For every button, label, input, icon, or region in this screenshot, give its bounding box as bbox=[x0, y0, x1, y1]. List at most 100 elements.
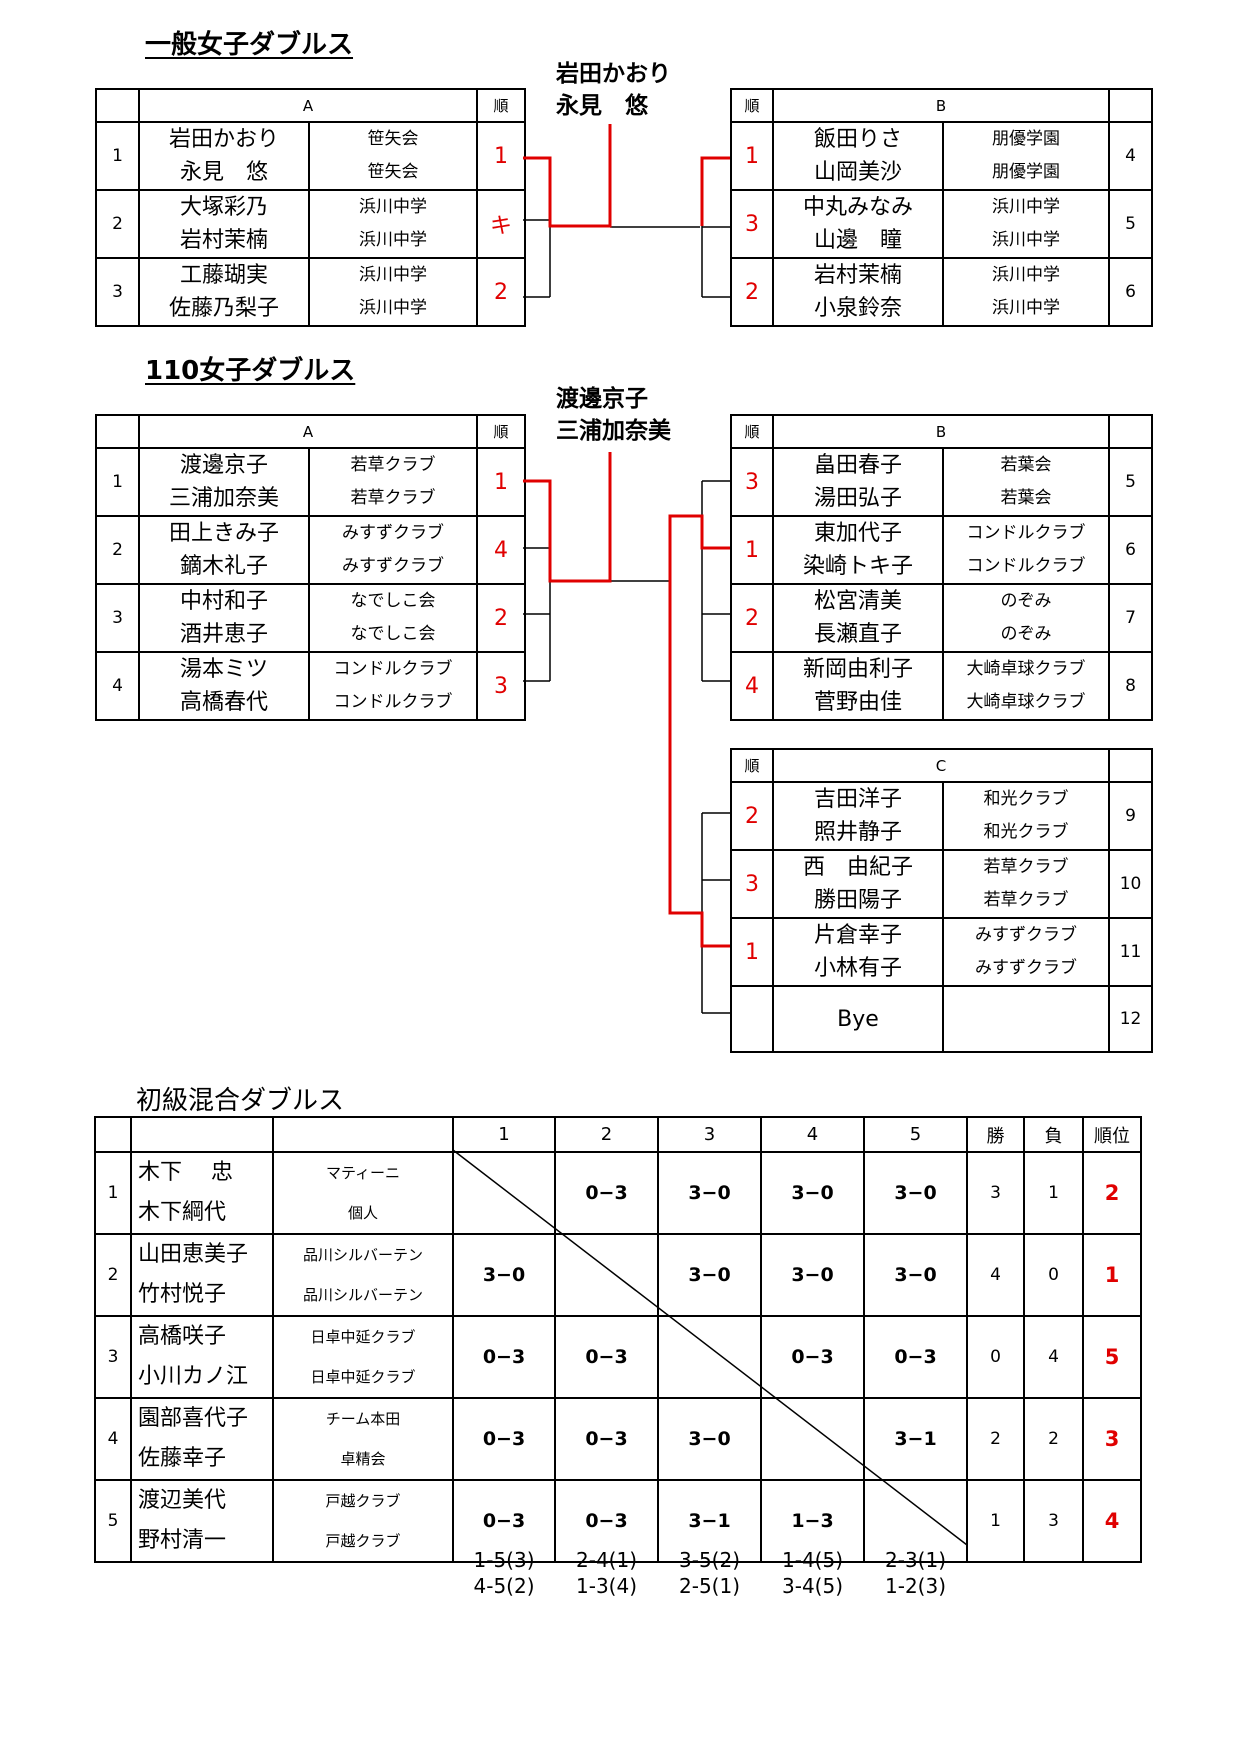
score-cell: 0−3 bbox=[760, 1315, 865, 1399]
score-cell: 0−3 bbox=[452, 1397, 556, 1481]
player-names: 山田恵美子竹村悦子 bbox=[130, 1233, 274, 1317]
player-name: 湯田弘子 bbox=[813, 486, 902, 511]
club-names: 和光クラブ和光クラブ bbox=[941, 781, 1111, 851]
club-name: 大崎卓球クラブ bbox=[966, 659, 1086, 679]
club-name: のぞみ bbox=[1000, 624, 1052, 644]
general-group-b-table: 順 B 1 飯田りさ山岡美沙 朋優学園朋優学園 4 3 中丸みなみ山邊 瞳 浜川… bbox=[730, 88, 1154, 327]
player-names: 田上きみ子鏑木礼子 bbox=[138, 515, 310, 585]
table-row: 3 工藤瑚実佐藤乃梨子 浜川中学浜川中学 2 bbox=[95, 257, 527, 327]
player-name: 山邊 瞳 bbox=[813, 228, 902, 253]
match-order-col-1: 1-5(3) 4-5(2) bbox=[453, 1547, 555, 1599]
club-names: のぞみのぞみ bbox=[941, 583, 1111, 653]
place-value: 4 bbox=[1082, 1479, 1142, 1563]
rank-value: 1 bbox=[476, 121, 527, 191]
club-names: 品川シルバーテン品川シルバーテン bbox=[272, 1233, 454, 1317]
group-header: B bbox=[771, 414, 1111, 449]
general-winner-name-2: 永見 悠 bbox=[556, 93, 648, 119]
place-header: 順位 bbox=[1082, 1116, 1142, 1153]
player-name: 野村清一 bbox=[138, 1528, 227, 1553]
rank-value: 2 bbox=[730, 781, 774, 851]
player-name: 佐藤乃梨子 bbox=[168, 296, 279, 321]
rank-value: 3 bbox=[730, 447, 774, 517]
match-order-item: 2-5(1) bbox=[679, 1574, 740, 1598]
row-number: 5 bbox=[94, 1479, 132, 1563]
player-name: 小川カノ江 bbox=[138, 1364, 249, 1389]
rank-value: 1 bbox=[730, 121, 774, 191]
rank-value: 1 bbox=[730, 917, 774, 987]
club-name: なでしこ会 bbox=[350, 624, 436, 644]
row-number: 6 bbox=[1108, 515, 1154, 585]
club-name: 浜川中学 bbox=[992, 265, 1060, 285]
player-name: 田上きみ子 bbox=[168, 521, 279, 546]
row-number: 1 bbox=[95, 447, 140, 517]
club-name: 浜川中学 bbox=[359, 298, 427, 318]
table-row: 2 大塚彩乃岩村茉楠 浜川中学浜川中学 キ bbox=[95, 189, 527, 259]
group-header: A bbox=[137, 88, 479, 123]
club-name: 大崎卓球クラブ bbox=[966, 692, 1086, 712]
club-names: 浜川中学浜川中学 bbox=[941, 189, 1111, 259]
club-name: 卓精会 bbox=[340, 1450, 386, 1468]
club-name: 朋優学園 bbox=[992, 162, 1060, 182]
player-names: 吉田洋子照井静子 bbox=[772, 781, 944, 851]
rank-value: 4 bbox=[730, 651, 774, 721]
table-row: 2 田上きみ子鏑木礼子 みすずクラブみすずクラブ 4 bbox=[95, 515, 527, 585]
score-cell: 0−3 bbox=[554, 1315, 659, 1399]
player-names: 園部喜代子佐藤幸子 bbox=[130, 1397, 274, 1481]
table-row: 3 高橋咲子小川カノ江 日卓中延クラブ日卓中延クラブ 0−3 0−3 0−3 0… bbox=[94, 1315, 1142, 1399]
match-order-item: 2-4(1) bbox=[576, 1548, 637, 1572]
match-order-col-4: 1-4(5) 3-4(5) bbox=[761, 1547, 864, 1599]
player-names: 中村和子酒井恵子 bbox=[138, 583, 310, 653]
rank-value: 3 bbox=[476, 651, 527, 721]
club-name: コンドルクラブ bbox=[966, 556, 1086, 576]
player-name: 三浦加奈美 bbox=[168, 486, 279, 511]
match-order-col-5: 2-3(1) 1-2(3) bbox=[864, 1547, 967, 1599]
club-name: 浜川中学 bbox=[359, 265, 427, 285]
rank-value: 2 bbox=[730, 257, 774, 327]
row-number: 4 bbox=[1108, 121, 1154, 191]
table-row: 1 木下 忠木下綱代 マティーニ個人 0−3 3−0 3−0 3−0 3 1 2 bbox=[94, 1151, 1142, 1235]
table-row: Bye 12 bbox=[730, 985, 1154, 1053]
player-names: 飯田りさ山岡美沙 bbox=[772, 121, 944, 191]
row-number: 2 bbox=[95, 189, 140, 259]
table-row: 2 岩村茉楠小泉鈴奈 浜川中学浜川中学 6 bbox=[730, 257, 1154, 327]
rank-value: キ bbox=[476, 189, 527, 259]
loss-count: 2 bbox=[1023, 1397, 1084, 1481]
player-name: 大塚彩乃 bbox=[179, 195, 268, 220]
player-name: 小泉鈴奈 bbox=[813, 296, 902, 321]
club-name: みすずクラブ bbox=[975, 925, 1077, 945]
player-name: 高橋春代 bbox=[179, 690, 268, 715]
women110-winner: 渡邊京子 三浦加奈美 bbox=[556, 383, 671, 447]
row-number: 8 bbox=[1108, 651, 1154, 721]
table-row: 2 吉田洋子照井静子 和光クラブ和光クラブ 9 bbox=[730, 781, 1154, 851]
score-cell: 0−3 bbox=[554, 1151, 659, 1235]
table-row: 1 飯田りさ山岡美沙 朋優学園朋優学園 4 bbox=[730, 121, 1154, 191]
col-header: 5 bbox=[863, 1116, 968, 1153]
player-name: 渡辺美代 bbox=[138, 1488, 227, 1513]
table-row: 3 中村和子酒井恵子 なでしこ会なでしこ会 2 bbox=[95, 583, 527, 653]
row-number: 5 bbox=[1108, 447, 1154, 517]
player-names: 高橋咲子小川カノ江 bbox=[130, 1315, 274, 1399]
rank-header: 順 bbox=[730, 414, 774, 449]
score-cell: 0−3 bbox=[863, 1315, 968, 1399]
player-names: 東加代子染崎トキ子 bbox=[772, 515, 944, 585]
win-count: 3 bbox=[966, 1151, 1025, 1235]
match-order-item: 1-5(3) bbox=[473, 1548, 535, 1572]
club-name: コンドルクラブ bbox=[333, 692, 453, 712]
club-name: 朋優学園 bbox=[992, 129, 1060, 149]
score-cell: 3−0 bbox=[863, 1151, 968, 1235]
club-names: みすずクラブみすずクラブ bbox=[307, 515, 479, 585]
player-name: 岩村茉楠 bbox=[813, 263, 902, 288]
general-winner: 岩田かおり 永見 悠 bbox=[556, 58, 671, 122]
row-number: 5 bbox=[1108, 189, 1154, 259]
place-value: 3 bbox=[1082, 1397, 1142, 1481]
match-order-item: 3-5(2) bbox=[679, 1548, 740, 1572]
club-name: 和光クラブ bbox=[983, 789, 1069, 809]
winner-path bbox=[668, 514, 730, 948]
player-names: 西 由紀子勝田陽子 bbox=[772, 849, 944, 919]
club-name: 笹矢会 bbox=[367, 129, 419, 149]
club-name: 個人 bbox=[347, 1204, 378, 1222]
club-names: 浜川中学浜川中学 bbox=[307, 189, 479, 259]
club-name: マティーニ bbox=[325, 1164, 401, 1182]
mixed-round-robin-table: 1 2 3 4 5 勝 負 順位 1 木下 忠木下綱代 マティーニ個人 0−3 … bbox=[94, 1116, 1142, 1563]
club-name: コンドルクラブ bbox=[333, 659, 453, 679]
